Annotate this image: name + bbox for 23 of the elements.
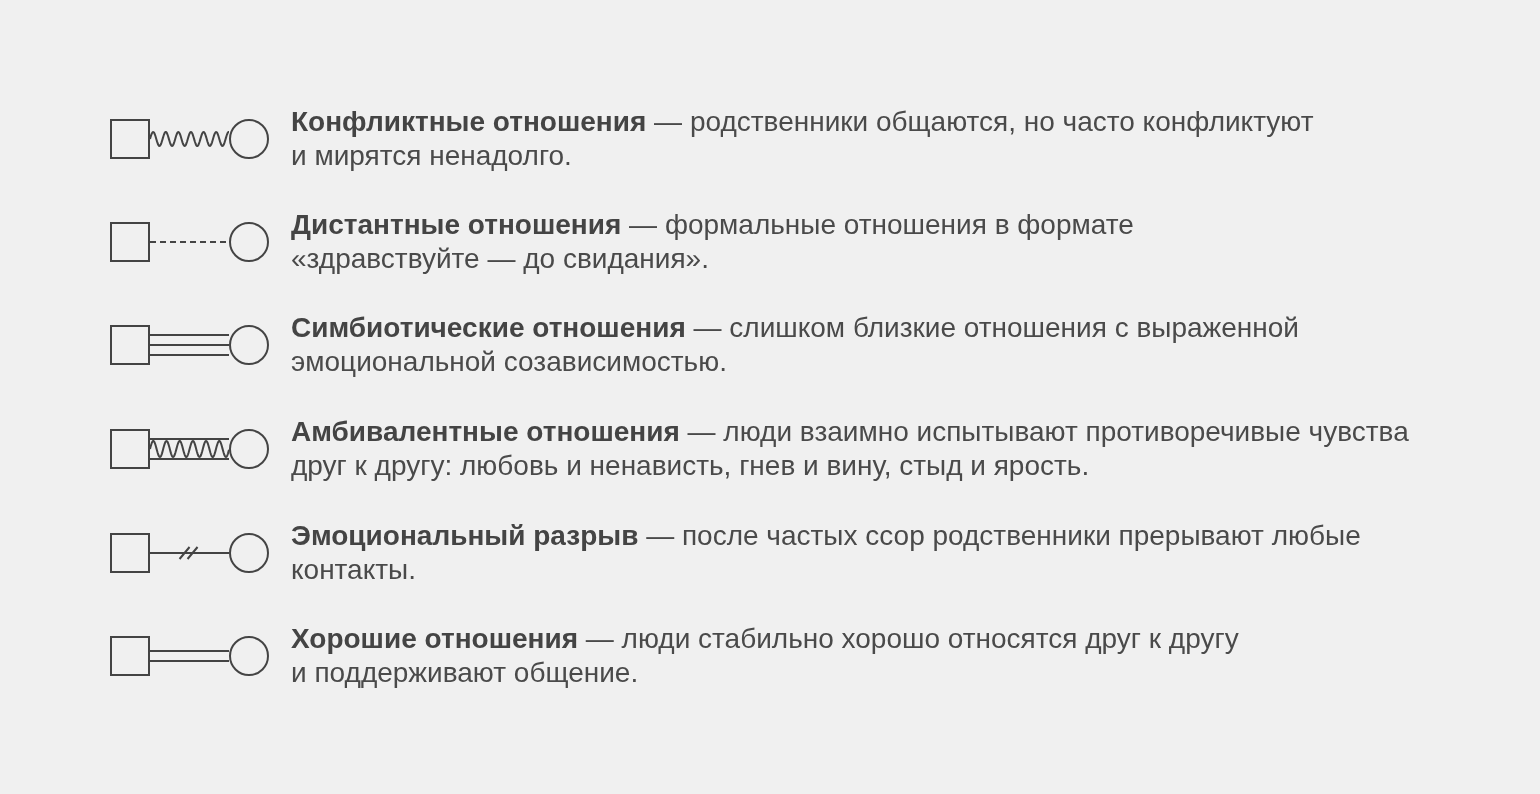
circle-symbol (229, 119, 269, 159)
circle-symbol (229, 533, 269, 573)
square-symbol (110, 325, 150, 365)
square-symbol (110, 222, 150, 262)
square-symbol (110, 429, 150, 469)
circle-symbol (229, 325, 269, 365)
zigzag-line (149, 130, 230, 148)
legend-text: Хорошие отношения — люди стабильно хорошо относятся друг к другу и поддерживают общение. (291, 622, 1240, 690)
square-symbol (110, 533, 150, 573)
legend-text: Конфликтные отношения — родственники общаются, но часто конфликтуют и мирятся ненадолго. (291, 105, 1315, 173)
cut-line (149, 546, 230, 560)
circle-symbol (229, 222, 269, 262)
legend-text: Симбиотические отношения — слишком близкие отношения с выраженной эмоциональной созависимостью. (291, 311, 1300, 379)
triple-line (149, 334, 230, 356)
circle-symbol (229, 429, 269, 469)
zigzag-double-line (149, 438, 230, 460)
square-symbol (110, 119, 150, 159)
legend-text: Дистантные отношения — формальные отношения в формате «здравствуйте — до свидания». (291, 208, 1135, 276)
legend-text: Эмоциональный разрыв — после частых ссор родственники прерывают любые контакты. (291, 519, 1362, 587)
legend-text: Амбивалентные отношения — люди взаимно испытывают противоречивые чувства друг к другу: любовь и ненависть, гнев и вину, стыд и ярость. (291, 415, 1410, 483)
square-symbol (110, 636, 150, 676)
double-line (149, 650, 230, 662)
circle-symbol (229, 636, 269, 676)
